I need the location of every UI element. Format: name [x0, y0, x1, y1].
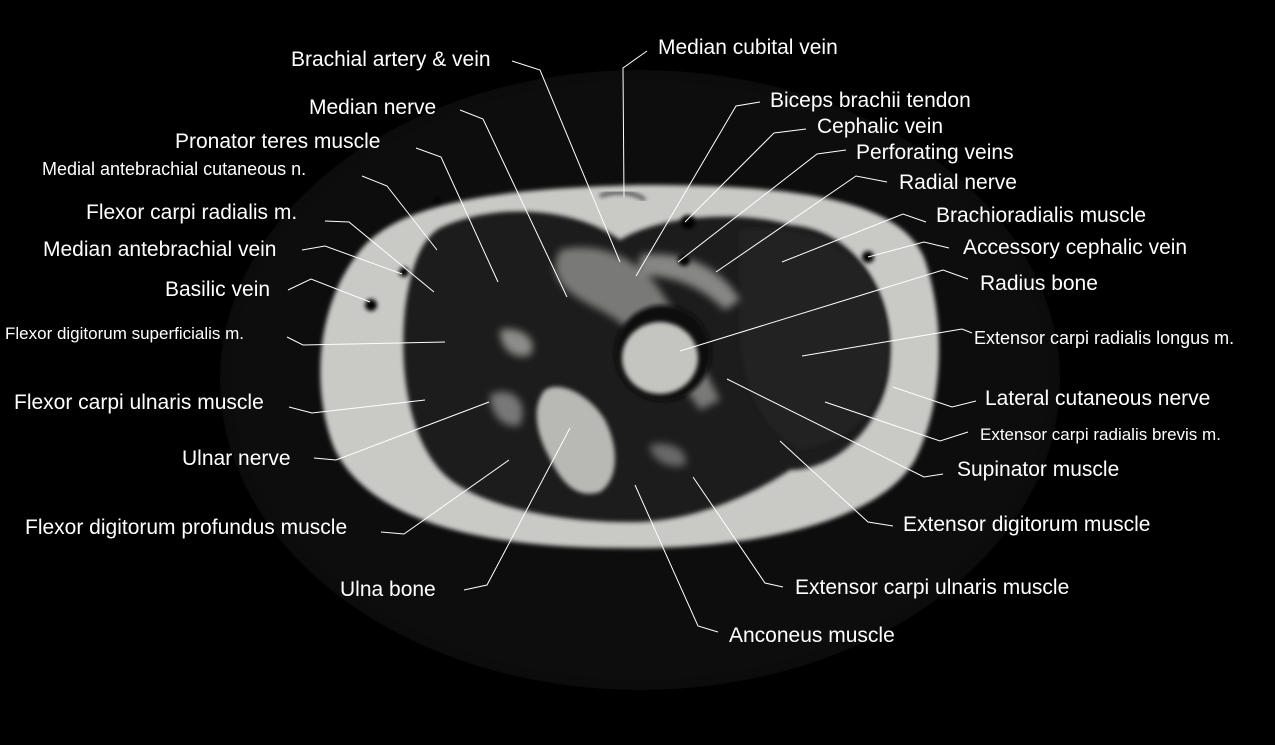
label-extensor-carpi-radialis-longus-m: Extensor carpi radialis longus m.: [974, 328, 1235, 348]
label-median-antebrachial-vein: Median antebrachial vein: [43, 238, 277, 261]
label-supinator-muscle: Supinator muscle: [957, 458, 1120, 481]
label-ulna-bone: Ulna bone: [340, 578, 436, 601]
label-anconeus-muscle: Anconeus muscle: [729, 624, 895, 647]
label-flexor-carpi-radialis-m: Flexor carpi radialis m.: [86, 201, 298, 224]
label-extensor-digitorum-muscle: Extensor digitorum muscle: [903, 513, 1151, 536]
label-cephalic-vein: Cephalic vein: [817, 115, 944, 138]
label-flexor-digitorum-profundus-muscle: Flexor digitorum profundus muscle: [25, 516, 348, 539]
label-medial-antebrachial-cutaneous-n: Medial antebrachial cutaneous n.: [42, 159, 307, 179]
label-lateral-cutaneous-nerve: Lateral cutaneous nerve: [985, 387, 1211, 410]
label-median-nerve: Median nerve: [309, 96, 437, 119]
label-pronator-teres-muscle: Pronator teres muscle: [175, 130, 381, 153]
label-extensor-carpi-radialis-brevis-m: Extensor carpi radialis brevis m.: [980, 425, 1221, 444]
label-radial-nerve: Radial nerve: [899, 171, 1017, 194]
label-radius-bone: Radius bone: [980, 272, 1098, 295]
label-extensor-carpi-ulnaris-muscle: Extensor carpi ulnaris muscle: [795, 576, 1070, 599]
label-basilic-vein: Basilic vein: [165, 278, 271, 301]
label-flexor-digitorum-superficialis-m: Flexor digitorum superficialis m.: [5, 324, 245, 343]
label-ulnar-nerve: Ulnar nerve: [182, 447, 291, 470]
label-flexor-carpi-ulnaris-muscle: Flexor carpi ulnaris muscle: [14, 391, 264, 414]
label-biceps-brachii-tendon: Biceps brachii tendon: [770, 89, 971, 112]
label-brachioradialis-muscle: Brachioradialis muscle: [936, 204, 1147, 227]
radius: [622, 322, 698, 394]
label-accessory-cephalic-vein: Accessory cephalic vein: [963, 236, 1188, 259]
label-median-cubital-vein: Median cubital vein: [658, 36, 838, 59]
label-perforating-veins: Perforating veins: [856, 141, 1014, 164]
label-brachial-artery-vein: Brachial artery & vein: [291, 48, 491, 71]
